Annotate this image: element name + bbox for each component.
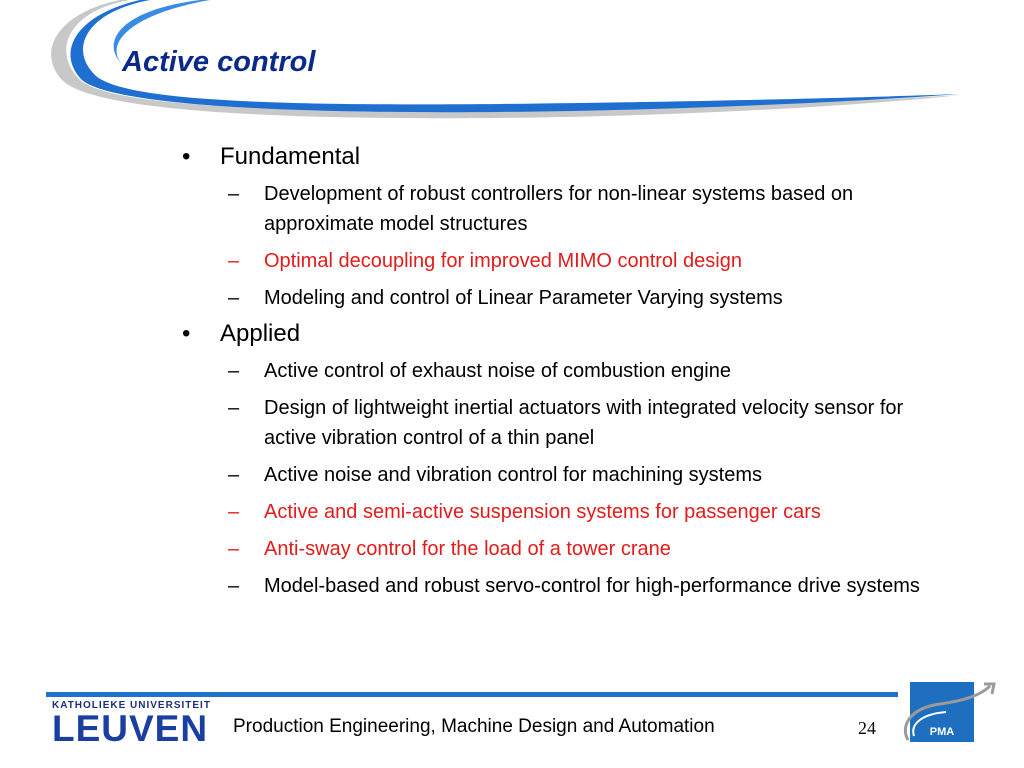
footer-divider [46,692,898,697]
section-label: Fundamental [220,143,361,170]
dash-marker: – [228,501,240,523]
pma-logo: PMA [900,678,996,750]
sub-bullet-highlighted: – Anti-sway control for the load of a to… [182,534,944,564]
dash-marker: – [228,250,240,272]
sub-bullet-text: Model-based and robust servo-control for… [264,575,920,597]
dash-marker: – [228,397,240,419]
pma-logo-label: PMA [929,726,955,738]
bullet-dot: • [182,320,191,347]
sub-bullet: – Model-based and robust servo-control f… [182,571,944,601]
sub-bullet-text: Development of robust controllers for no… [264,183,854,235]
dash-marker: – [228,360,240,382]
sub-bullet: – Modeling and control of Linear Paramet… [182,283,944,313]
sub-bullet-text: Active control of exhaust noise of combu… [264,360,731,382]
dash-marker: – [228,575,240,597]
dash-marker: – [228,538,240,560]
footer-department: Production Engineering, Machine Design a… [233,716,715,737]
logo-university-name: LEUVEN [52,708,209,749]
bullet-dot: • [182,143,191,170]
slide-title: Active control [122,46,316,78]
section-bullet-fundamental: • Fundamental [182,142,962,172]
sub-bullet-text: Optimal decoupling for improved MIMO con… [264,250,742,272]
dash-marker: – [228,183,240,205]
sub-bullet-highlighted: – Active and semi-active suspension syst… [182,497,944,527]
sub-bullet-text: Modeling and control of Linear Parameter… [264,287,783,309]
page-number: 24 [858,718,876,738]
sub-bullet-text: Design of lightweight inertial actuators… [264,397,904,449]
ku-leuven-logo: KATHOLIEKE UNIVERSITEIT LEUVEN [52,700,222,750]
sub-bullet-text: Active noise and vibration control for m… [264,464,763,486]
sub-bullet: – Development of robust controllers for … [182,179,944,239]
sub-bullet: – Active control of exhaust noise of com… [182,356,944,386]
sub-bullet-highlighted: – Optimal decoupling for improved MIMO c… [182,246,944,276]
sub-bullet-text: Anti-sway control for the load of a towe… [264,538,671,560]
section-bullet-applied: • Applied [182,319,962,349]
sub-bullet: – Design of lightweight inertial actuato… [182,393,944,453]
dash-marker: – [228,287,240,309]
bullet-list: • Fundamental – Development of robust co… [182,136,962,601]
logo-university-line: KATHOLIEKE UNIVERSITEIT [52,700,211,711]
section-label: Applied [220,320,301,347]
sub-bullet-text: Active and semi-active suspension system… [264,501,821,523]
pma-swoosh-icon [903,682,996,741]
dash-marker: – [228,464,240,486]
sub-bullet: – Active noise and vibration control for… [182,460,944,490]
